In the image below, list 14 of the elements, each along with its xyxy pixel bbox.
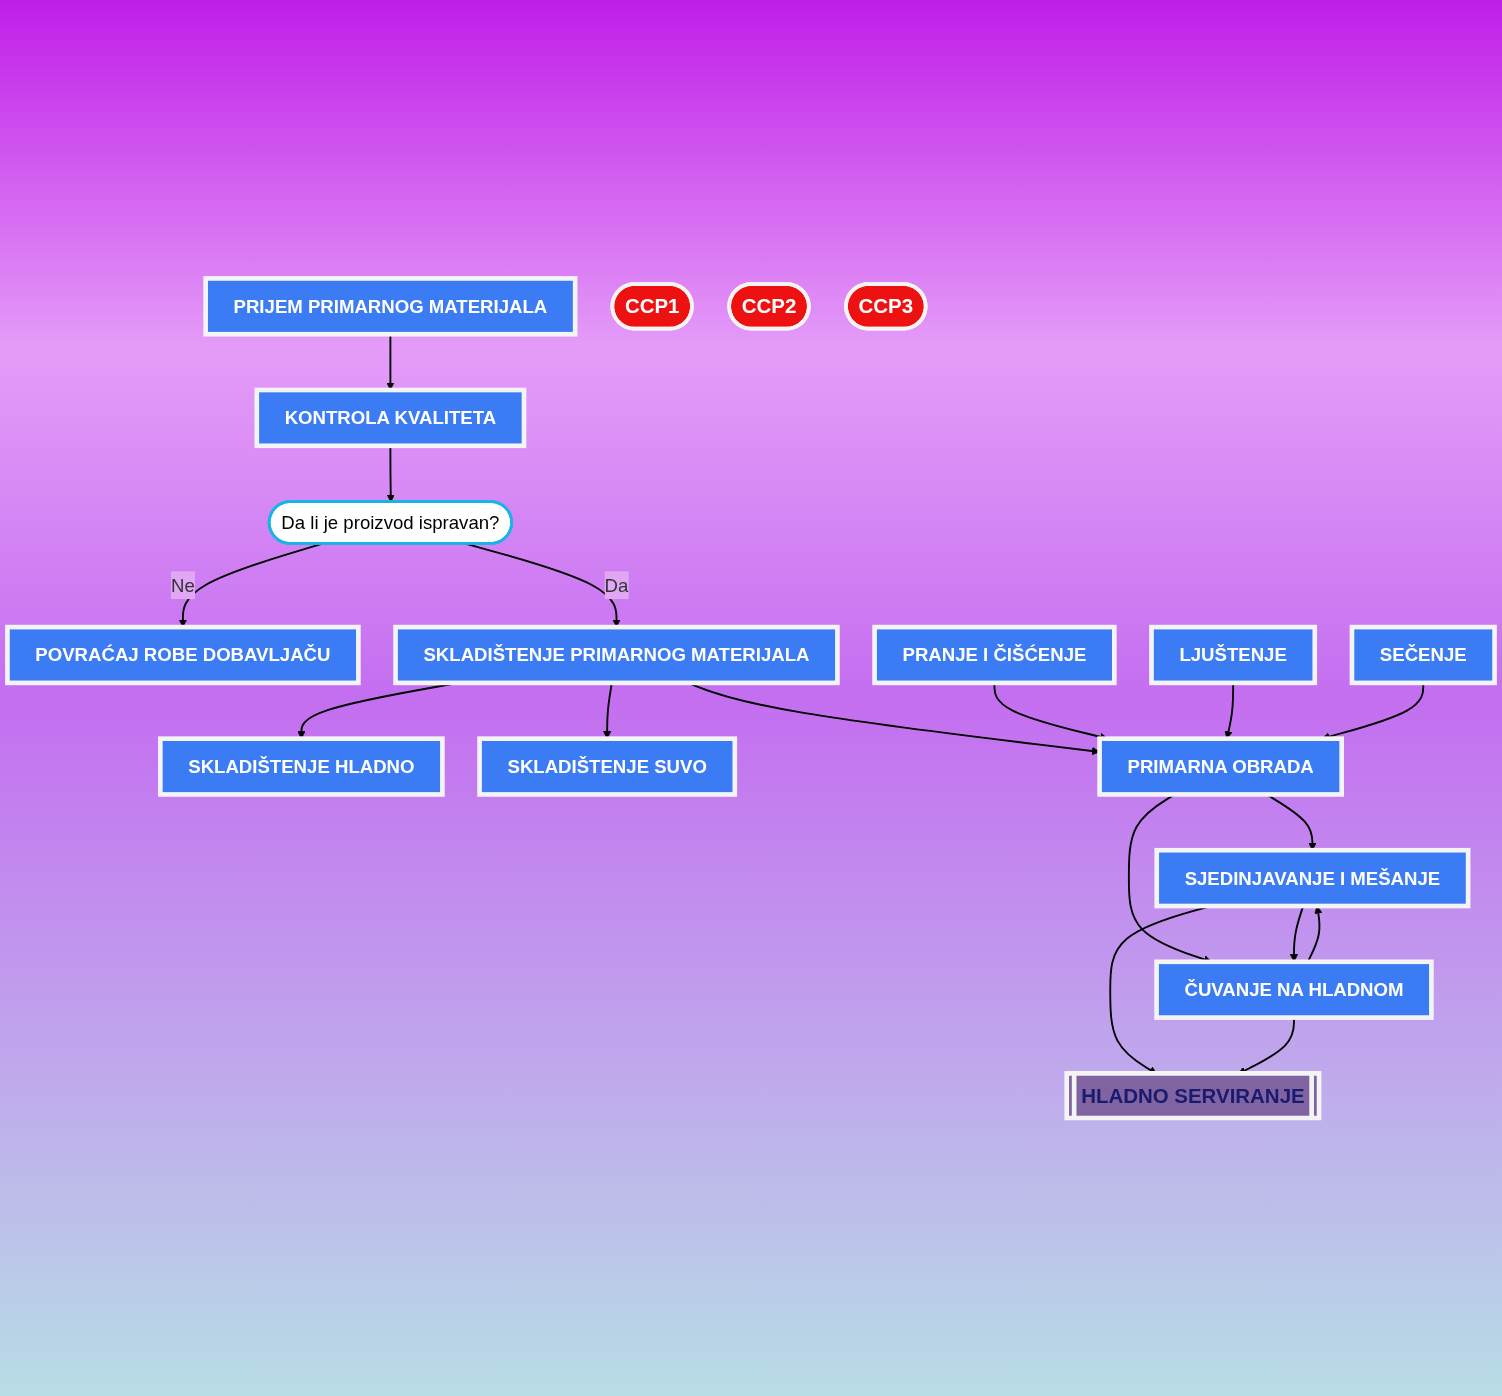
node-box: KONTROLA KVALITETA — [254, 387, 527, 448]
node-box: PRANJE I ČIŠĆENJE — [872, 624, 1117, 685]
node-box: SEČENJE — [1349, 624, 1497, 685]
node-box: POVRAĆAJ ROBE DOBAVLJAČU — [5, 624, 361, 685]
edge-label: Ne — [171, 574, 195, 596]
node-box: LJUŠTENJE — [1149, 624, 1318, 685]
node-box: ČUVANJE NA HLADNOM — [1154, 959, 1434, 1020]
node-box: SKLADIŠTENJE PRIMARNOG MATERIJALA — [393, 624, 840, 685]
node-box: SKLADIŠTENJE SUVO — [477, 736, 738, 797]
edge-label: Da — [604, 574, 629, 596]
node-box: PRIJEM PRIMARNOG MATERIJALA — [203, 275, 578, 337]
node-box: PRIMARNA OBRADA — [1097, 736, 1344, 797]
node-box: SJEDINJAVANJE I MEŠANJE — [1154, 847, 1471, 909]
node-box: SKLADIŠTENJE HLADNO — [158, 736, 445, 797]
